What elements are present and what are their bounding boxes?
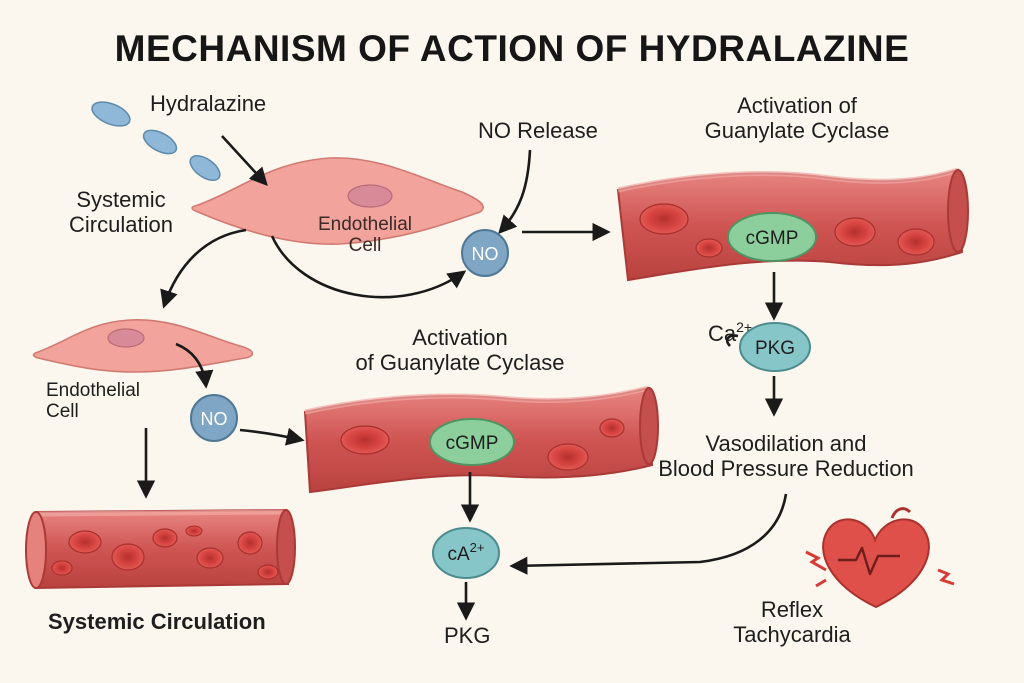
hydralazine-pills — [91, 101, 221, 181]
no-node-left: NO — [190, 394, 238, 442]
arrow-cell-to-no-top — [270, 235, 467, 299]
cgmp-node-right: cGMP — [727, 212, 817, 262]
label-activation-mid-line1: Activation — [412, 325, 508, 350]
label-activation-top-line1: Activation of — [737, 93, 857, 118]
cgmp-node-mid: cGMP — [429, 418, 515, 466]
ca-node-mid-label: cA — [447, 544, 470, 565]
ca-right-text: Ca — [708, 321, 737, 346]
pill-1 — [91, 101, 131, 127]
label-endothelial-cell-left: Endothelial Cell — [46, 380, 140, 423]
label-reflex-tachycardia: Reflex Tachycardia — [712, 597, 872, 647]
pill-2 — [142, 129, 178, 155]
label-activation-top: Activation of Guanylate Cyclase — [672, 93, 922, 143]
endothelial-cell-left — [32, 319, 254, 373]
arrow-vasodilation-to-ca — [509, 493, 788, 575]
label-endothelial-top-line2: Cell — [348, 235, 382, 257]
heart-icon — [805, 507, 955, 609]
arrow-ca-right-to-pkg — [725, 334, 739, 347]
label-endothelial-top-line1: Endothelial — [317, 214, 413, 235]
label-systemic-top-line2: Circulation — [69, 211, 173, 237]
label-hydralazine: Hydralazine — [150, 91, 267, 116]
label-endothelial-left-line2: Cell — [46, 401, 79, 423]
ca-right-superscript: 2+ — [736, 319, 752, 335]
label-endothelial-cell-top: Endothelial Cell — [305, 214, 425, 257]
arrow-hydralazine-to-cell — [221, 135, 268, 187]
page-title: MECHANISM OF ACTION OF HYDRALAZINE — [114, 28, 910, 69]
label-pkg-bottom: PKG — [444, 623, 491, 648]
blood-vessel-bottom-left — [25, 508, 296, 590]
arrow-no-release — [498, 149, 532, 235]
pkg-node-right: PKG — [739, 322, 811, 372]
label-endothelial-left-line1: Endothelial — [46, 380, 141, 401]
label-activation-top-line2: Guanylate Cyclase — [704, 117, 890, 143]
label-vasodilation: Vasodilation and Blood Pressure Reductio… — [636, 431, 936, 481]
label-activation-mid: Activation of Guanylate Cyclase — [320, 325, 600, 375]
arrow-cell-to-left-cell — [160, 228, 247, 309]
label-reflex-line2: Tachycardia — [733, 621, 851, 647]
arrow-no-left-to-vessel — [239, 427, 305, 446]
ca-node-mid: cA2+ — [432, 527, 500, 579]
cgmp-node-right-label: cGMP — [746, 228, 799, 249]
arrows — [136, 135, 788, 621]
arrow-left-cell-to-no — [175, 342, 214, 389]
label-vasodilation-line1: Vasodilation and — [705, 431, 867, 456]
label-systemic-top-line1: Systemic — [76, 187, 166, 212]
label-activation-mid-line2: of Guanylate Cyclase — [355, 349, 565, 375]
label-no-release: NO Release — [478, 118, 598, 143]
no-node-left-label: NO — [201, 409, 228, 429]
cgmp-node-mid-label: cGMP — [446, 433, 499, 454]
pill-3 — [189, 155, 221, 181]
ca-right-label: Ca2+ — [708, 319, 752, 346]
pkg-node-right-label: PKG — [755, 338, 795, 359]
label-systemic-circulation-top: Systemic Circulation — [46, 187, 196, 237]
label-systemic-circulation-bottom: Systemic Circulation — [48, 609, 266, 634]
svg-text:cA2+: cA2+ — [447, 540, 484, 565]
label-vasodilation-line2: Blood Pressure Reduction — [658, 455, 914, 481]
ca-node-mid-superscript: 2+ — [470, 540, 485, 555]
no-node-top: NO — [461, 229, 509, 277]
no-node-top-label: NO — [472, 244, 499, 264]
label-reflex-line1: Reflex — [760, 597, 824, 622]
